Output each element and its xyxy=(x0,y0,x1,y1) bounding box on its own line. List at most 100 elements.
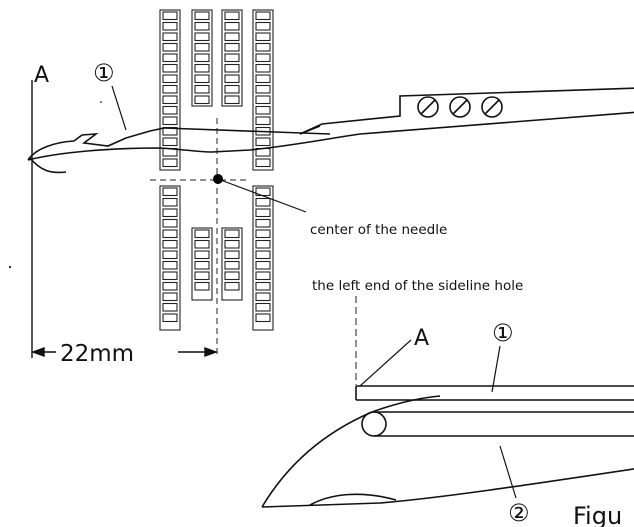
dimension-22mm xyxy=(30,347,219,357)
feed-dog-tooth xyxy=(255,74,271,84)
feed-dog-tooth xyxy=(194,229,210,239)
figure-caption: Figu xyxy=(573,502,622,527)
feed-dog-tooth xyxy=(224,53,240,63)
feed-dog-tooth xyxy=(255,63,271,73)
marker-1-top: ① xyxy=(93,59,115,87)
feed-dog-tooth xyxy=(162,197,178,207)
feed-dog-tooth xyxy=(255,229,271,239)
feed-dog-tooth xyxy=(162,271,178,281)
sideline-hole-label: the left end of the sideline hole xyxy=(312,278,523,294)
feed-dog-tooth xyxy=(162,84,178,94)
feed-dog-tooth xyxy=(194,21,210,31)
screw-3 xyxy=(481,96,503,118)
feed-dog-tooth xyxy=(162,63,178,73)
marker-1-top-leader xyxy=(111,85,127,131)
needle-center-leader xyxy=(217,178,307,213)
feed-dog-tooth xyxy=(255,197,271,207)
feed-dog-column-2 xyxy=(191,9,213,301)
marker-2-bottom-leader xyxy=(499,445,517,499)
feed-dog-tooth xyxy=(255,281,271,291)
feed-dog-tooth xyxy=(162,292,178,302)
feed-dog-tooth xyxy=(162,239,178,249)
label-a-top: A xyxy=(34,63,49,88)
feed-dog-tooth xyxy=(255,32,271,42)
feed-dog-tooth xyxy=(162,21,178,31)
feed-dog-tooth xyxy=(194,32,210,42)
feed-dog-tooth xyxy=(255,158,271,168)
feed-dog-tooth xyxy=(162,32,178,42)
feed-dog-tooth xyxy=(255,116,271,126)
feed-dog-tooth xyxy=(255,302,271,312)
feed-dog-tooth xyxy=(162,281,178,291)
marker-2-bottom: ② xyxy=(508,499,530,527)
feed-dog-tooth xyxy=(255,313,271,323)
feed-dog-tooth xyxy=(162,313,178,323)
feed-dog-tooth xyxy=(224,11,240,21)
feed-dog-tooth xyxy=(224,21,240,31)
feed-dog-tooth xyxy=(255,42,271,52)
feed-dog-tooth xyxy=(224,239,240,249)
feed-dog-tooth xyxy=(255,239,271,249)
looper-blade xyxy=(261,395,634,508)
feed-dog-tooth xyxy=(255,292,271,302)
feed-dog-column-1 xyxy=(159,9,181,331)
feed-dog-tooth xyxy=(162,158,178,168)
feed-dog-tooth xyxy=(255,105,271,115)
dimension-label: 22mm xyxy=(60,341,134,367)
feed-dog-tooth xyxy=(255,137,271,147)
feed-dog-tooth xyxy=(162,208,178,218)
screw-icons xyxy=(417,96,503,118)
feed-dog-column-4 xyxy=(252,9,274,331)
feed-dog-tooth xyxy=(255,21,271,31)
feed-dog-tooth xyxy=(162,137,178,147)
feed-dog-tooth xyxy=(224,260,240,270)
feed-dog-tooth xyxy=(255,53,271,63)
feed-dog-tooth xyxy=(255,271,271,281)
feed-dog-tooth xyxy=(255,260,271,270)
feed-dog-tooth xyxy=(224,229,240,239)
feed-dog-tooth xyxy=(224,63,240,73)
speck xyxy=(8,265,12,269)
needle-guard xyxy=(355,385,634,401)
feed-dog-columns xyxy=(159,9,274,331)
feed-dog-tooth xyxy=(224,271,240,281)
bottom-figure: A ① ② Figu xyxy=(261,296,634,527)
feed-dog-tooth xyxy=(162,218,178,228)
marker-1-bottom-leader xyxy=(491,345,501,393)
label-a-bottom: A xyxy=(414,326,429,351)
feed-dog-tooth xyxy=(255,208,271,218)
feed-dog-tooth xyxy=(162,95,178,105)
marker-1-bottom: ① xyxy=(492,319,514,347)
center-lines xyxy=(150,118,250,355)
feed-dog-tooth xyxy=(224,95,240,105)
feed-dog-tooth xyxy=(162,42,178,52)
top-figure: A ① 22mm center of the needle the left e… xyxy=(8,9,634,367)
feed-dog-tooth xyxy=(194,260,210,270)
feed-dog-tooth xyxy=(162,187,178,197)
feed-dog-tooth xyxy=(194,239,210,249)
center-of-needle-label: center of the needle xyxy=(310,222,447,238)
screw-1 xyxy=(417,96,439,118)
feed-dog-tooth xyxy=(224,32,240,42)
feed-dog-tooth xyxy=(162,74,178,84)
speck xyxy=(100,101,102,103)
feed-dog-tooth xyxy=(224,42,240,52)
feed-dog-tooth xyxy=(194,95,210,105)
feed-dog-tooth xyxy=(162,105,178,115)
feed-dog-tooth xyxy=(162,250,178,260)
feed-dog-tooth xyxy=(224,250,240,260)
feed-dog-tooth xyxy=(255,11,271,21)
feed-dog-tooth xyxy=(162,11,178,21)
feed-dog-tooth xyxy=(224,84,240,94)
feed-dog-tooth xyxy=(194,11,210,21)
feed-dog-tooth xyxy=(224,74,240,84)
feed-dog-tooth xyxy=(194,271,210,281)
feed-dog-tooth xyxy=(162,260,178,270)
feed-dog-tooth xyxy=(162,116,178,126)
feed-dog-tooth xyxy=(194,250,210,260)
feed-dog-tooth xyxy=(162,229,178,239)
looper-hook xyxy=(27,87,634,174)
feed-dog-tooth xyxy=(194,53,210,63)
feed-dog-tooth xyxy=(194,281,210,291)
feed-dog-tooth xyxy=(162,302,178,312)
